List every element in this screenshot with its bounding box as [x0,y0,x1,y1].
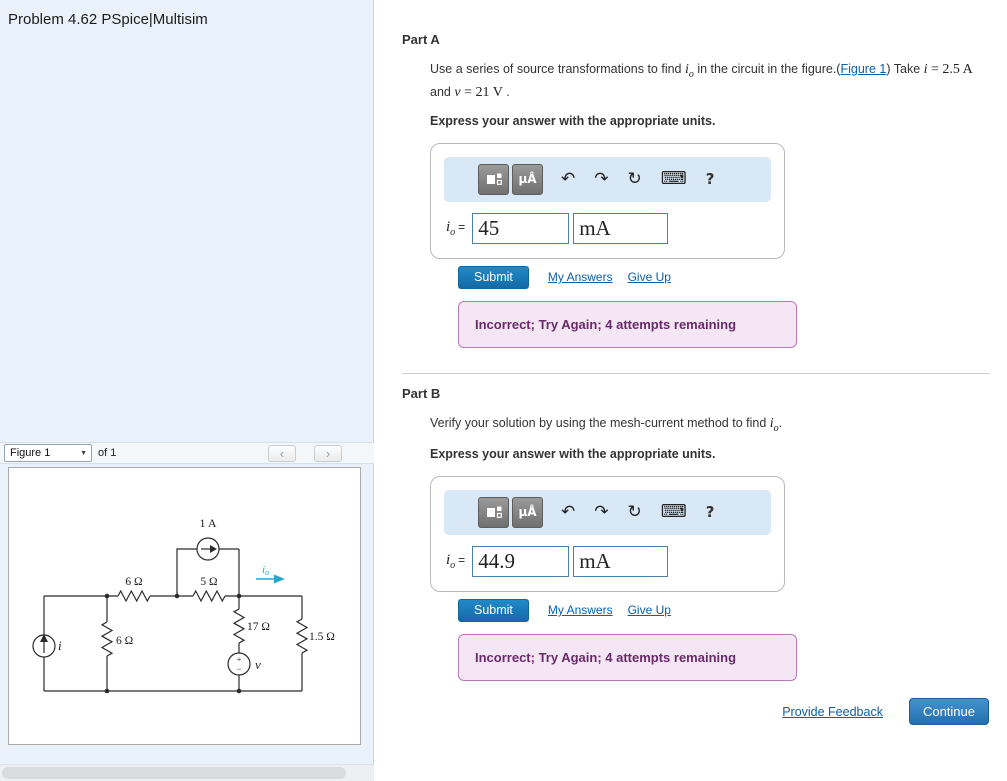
express-units-note: Express your answer with the appropriate… [430,113,716,128]
resistor-6ohm-top-label: 6 Ω [125,576,142,588]
current-source-1a [196,537,220,561]
prompt-text: in the circuit in the figure.( [693,62,841,76]
undo-icon[interactable]: ↶ [561,168,576,189]
help-icon[interactable]: ? [705,169,715,188]
prompt-text: . [502,84,510,99]
express-units-note: Express your answer with the appropriate… [430,446,716,461]
submit-row: Submit My Answers Give Up [458,598,986,622]
problem-title: Problem 4.62 PSpice|Multisim [8,11,208,28]
prompt-text: Use a series of source transformations t… [430,62,685,76]
chevron-down-icon: ▼ [80,449,87,457]
scrollbar-thumb[interactable] [2,767,346,779]
voltage-plus-mark: + [237,655,242,664]
prompt-text: ) Take [886,62,924,76]
resistor-6ohm-left-label: 6 Ω [116,635,133,647]
keyboard-icon[interactable]: ⌨ [660,168,687,190]
prompt-text: Verify your solution by using the mesh-c… [430,416,770,431]
prompt-text: . [778,416,783,431]
undo-icon[interactable]: ↶ [561,501,576,522]
resistor-5ohm-label: 5 Ω [200,576,217,588]
toolbar-icons: ↶ ↷ ↻ ⌨ ? [561,503,714,521]
resistor-1_5ohm-label: 1.5 Ω [309,631,335,643]
circuit-diagram: 1 A 6 Ω 5 Ω 17 Ω 6 Ω 1.5 Ω i v + − io [32,516,335,694]
circuit-wires [32,537,309,692]
answer-value-input[interactable] [472,212,570,244]
circuit-figure: 1 A 6 Ω 5 Ω 17 Ω 6 Ω 1.5 Ω i v + − io [8,467,361,745]
figure-select-dropdown[interactable]: Figure 1 ▼ [4,444,92,462]
answer-value-input[interactable] [472,545,570,577]
i-value-math: i = 2.5 A [923,62,973,77]
unit-template-icon [486,173,502,185]
io-equals-label: io= [446,219,466,239]
part-a-prompt: Use a series of source transformations t… [430,59,986,103]
io-current-arrow [256,574,285,584]
continue-button[interactable]: Continue [908,698,989,726]
unit-template-icon [486,506,502,518]
redo-icon[interactable]: ↷ [594,168,609,189]
toolbar-icons: ↶ ↷ ↻ ⌨ ? [561,170,714,188]
answer-row: io= [444,545,771,577]
give-up-link[interactable]: Give Up [627,270,671,285]
figure-select-value: Figure 1 [10,447,51,459]
io-label: io [262,564,269,577]
figure-count-label: of 1 [98,447,117,459]
units-symbol-button[interactable]: μÅ [512,163,543,195]
part-b-prompt: Verify your solution by using the mesh-c… [430,413,986,436]
problem-panel: Problem 4.62 PSpice|Multisim Figure 1 ▼ o… [0,0,374,781]
answers-panel: Part A Use a series of source transforma… [375,0,1007,781]
v-value-math: v = 21 V [454,84,503,100]
part-b-title: Part B [402,386,441,402]
incorrect-feedback: Incorrect; Try Again; 4 attempts remaini… [458,300,797,349]
source-i-label: i [58,638,62,653]
submit-row: Submit My Answers Give Up [458,265,986,289]
voltage-minus-mark: − [236,664,241,674]
reset-icon[interactable]: ↻ [627,168,642,189]
source-1a-label: 1 A [199,516,216,530]
incorrect-feedback: Incorrect; Try Again; 4 attempts remaini… [458,633,797,682]
io-equals-label: io= [446,552,466,572]
reset-icon[interactable]: ↻ [627,501,642,522]
part-divider [402,373,990,375]
source-arrows [40,545,217,653]
part-a-body: Use a series of source transformations t… [430,59,986,349]
io-math: io [684,62,694,80]
equation-toolbar: μÅ ↶ ↷ ↻ ⌨ ? [444,489,771,535]
footer-row: Provide Feedback Continue [402,698,989,726]
unit-template-button[interactable] [478,496,509,528]
redo-icon[interactable]: ↷ [594,501,609,522]
node-dots [104,593,242,694]
io-math: io [769,416,779,434]
resistor-17ohm-label: 17 Ω [247,621,270,633]
submit-button[interactable]: Submit [458,598,529,622]
answer-unit-input[interactable] [573,545,669,577]
part-a-title: Part A [402,32,440,47]
my-answers-link[interactable]: My Answers [547,603,613,618]
answer-unit-input[interactable] [573,212,669,244]
submit-button[interactable]: Submit [458,265,529,289]
figure-toolbar: Figure 1 ▼ of 1 ‹ › [0,442,374,464]
answer-row: io= [444,212,771,244]
answer-box-a: μÅ ↶ ↷ ↻ ⌨ ? io= [430,142,785,259]
figure-prev-button[interactable]: ‹ [268,444,296,462]
voltage-source-v [227,652,251,676]
figure-1-link[interactable]: Figure 1 [840,62,887,76]
source-v-label: v [255,657,261,672]
answer-box-b: μÅ ↶ ↷ ↻ ⌨ ? io= [430,475,785,592]
help-icon[interactable]: ? [705,502,715,521]
equation-toolbar: μÅ ↶ ↷ ↻ ⌨ ? [444,156,771,202]
provide-feedback-link[interactable]: Provide Feedback [782,704,883,719]
figure-next-button[interactable]: › [314,444,342,462]
units-symbol-button[interactable]: μÅ [512,496,543,528]
my-answers-link[interactable]: My Answers [547,270,613,285]
part-b-body: Verify your solution by using the mesh-c… [430,413,986,682]
horizontal-scrollbar[interactable] [0,764,374,781]
prompt-text: and [430,84,455,99]
unit-template-button[interactable] [478,163,509,195]
keyboard-icon[interactable]: ⌨ [660,501,687,523]
give-up-link[interactable]: Give Up [627,603,671,618]
